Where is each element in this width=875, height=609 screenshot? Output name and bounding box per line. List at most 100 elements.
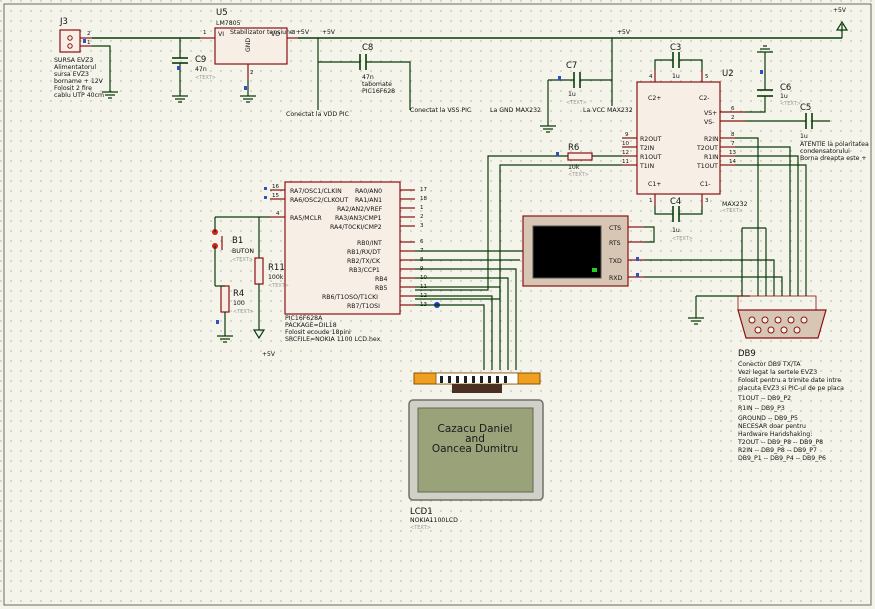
capacitor-c6[interactable]: C6 1u <TEXT> — [745, 45, 801, 113]
u2-pin10: 10 — [622, 141, 629, 147]
pic-ra5: RA5/MCLR — [290, 215, 322, 222]
u5-ref: U5 — [216, 8, 228, 18]
regulator-u5[interactable]: U5 LM7805 VI VO Stabilizator tensiune +5… — [200, 8, 310, 103]
j3-pin2: 2 — [87, 31, 91, 37]
lcd-placeholder: <TEXT> — [410, 525, 431, 531]
lcd-nokia1100[interactable]: Cazacu Daniel and Oancea Dumitru LCD1 NO… — [408, 372, 544, 531]
r6-ref: R6 — [568, 143, 579, 153]
capacitor-c9[interactable]: C9 47n <TEXT> — [172, 38, 216, 103]
pic-pin1: 1 — [420, 205, 424, 211]
pic-pin2: 2 — [420, 214, 424, 220]
r11-supply: +5V — [262, 351, 276, 358]
pic-pin3: 3 — [420, 223, 424, 229]
sheet-border — [3, 3, 872, 606]
u2-t1out: T1OUT — [696, 163, 718, 170]
c6-ref: C6 — [780, 83, 791, 93]
db9-note-1: Vezi legat la sertele EVZ3 — [738, 369, 817, 376]
c8-value: 47n — [362, 74, 374, 81]
r11-body — [254, 257, 264, 285]
pic-body — [284, 181, 401, 315]
u2-pin7: 7 — [731, 141, 735, 147]
wire-t1in — [415, 164, 622, 300]
j3-note-5: cablu UTP 40cm — [54, 92, 104, 99]
pic-note2: SRCFILE=NOKIA 1100 LCD.hex — [285, 336, 381, 343]
u2-c1plus: C1+ — [648, 181, 661, 188]
c5-value: 1u — [800, 133, 808, 140]
connector-j3[interactable]: J3 2 1 SURSA EVZ3 Alimentatorul sursa EV… — [54, 17, 118, 99]
ic-u2-max232[interactable]: U2 C2+ R2OUT T2IN R1OUT T1IN C1+ C2- VS+… — [622, 69, 748, 214]
db9-note-5: R1IN -- DB9_P3 — [738, 405, 785, 412]
terminal-txd: TXD — [608, 258, 622, 265]
capacitor-c4[interactable]: C4 1u <TEXT> — [654, 197, 703, 242]
u5-pin2: 2 — [250, 70, 254, 76]
db9-shell — [737, 309, 827, 339]
c5-ref: C5 — [800, 103, 811, 113]
c7-value: 1u — [568, 91, 576, 98]
u2-vsplus: VS+ — [704, 110, 717, 117]
u2-placeholder: <TEXT> — [722, 208, 743, 214]
pic-rb3: RB3/CCP1 — [349, 267, 380, 274]
pic-ra7: RA7/OSC1/CLKIN — [290, 188, 342, 195]
c9-ref: C9 — [195, 55, 206, 65]
db9-notes: Conector DB9 TX/TA Vezi legat la sertele… — [737, 361, 844, 462]
capacitor-c7[interactable]: C7 1u <TEXT> La GND MAX232 La VCC MAX232 — [490, 38, 633, 133]
resistor-r4[interactable]: R4 100 <TEXT> — [215, 285, 254, 343]
j3-note-1: Alimentatorul — [54, 64, 96, 71]
db9-note-9: T2OUT -- DB9_P8 -- DB9_P8 — [737, 439, 823, 446]
connector-db9[interactable]: DB9 — [737, 295, 827, 359]
button-b1[interactable]: B1 BUTON <TEXT> — [212, 216, 270, 286]
b1-value: BUTON — [232, 248, 254, 255]
u2-pin5: 5 — [705, 74, 709, 80]
c4-ref: C4 — [670, 197, 681, 207]
power-rail: +5V +5V +5V — [92, 7, 849, 39]
r11-ref: R11 — [268, 263, 285, 273]
pic-pin18: 18 — [420, 196, 427, 202]
lcd-line3: Oancea Dumitru — [432, 443, 518, 455]
capacitor-c3[interactable]: C3 1u — [654, 43, 703, 80]
j3-pin1: 1 — [87, 40, 91, 46]
c9-value: 47n — [195, 66, 207, 73]
db9-note-0: Conector DB9 TX/TA — [738, 361, 801, 368]
pic-rb7: RB7/T1OSI — [347, 303, 380, 310]
c5-note-2: Borna dreapta este + — [800, 155, 867, 162]
net-vdd-pic: Conectat la VDD PIC — [286, 111, 349, 118]
pic-rb6: RB6/T1OSO/T1CKI — [322, 294, 378, 301]
pic-ra2: RA2/AN2/VREF — [337, 206, 383, 213]
pic-ra3: RA3/AN3/CMP1 — [335, 215, 382, 222]
r4-ref: R4 — [233, 289, 244, 299]
c5-note-0: ATENTIE la polaritatea — [800, 141, 869, 148]
u2-r1out: R1OUT — [640, 154, 662, 161]
db9-note-4: T1OUT -- DB9_P2 — [737, 395, 791, 402]
c8-note2: PIC16F628 — [362, 88, 395, 95]
c7-ref: C7 — [566, 61, 577, 71]
db9-note-7: NECESAR doar pentru — [738, 423, 806, 430]
u2-vsminus: VS- — [704, 119, 714, 126]
j3-note-2: sursa EVZ3 — [54, 71, 89, 78]
u2-t2out: T2OUT — [696, 145, 718, 152]
decoupling-c8[interactable]: C8 47n tabomate PIC16F628 Conectat la VD… — [286, 38, 471, 118]
u2-c2plus: C2+ — [648, 95, 661, 102]
db9-note-10: R2IN -- DB9_P8 -- DB9_P7 — [738, 447, 817, 454]
u2-pin6: 6 — [731, 106, 735, 112]
resistor-r6[interactable]: R6 10k <TEXT> — [415, 143, 622, 291]
j3-note-4: Folosit 2 fire — [54, 85, 92, 92]
r6-placeholder: <TEXT> — [568, 172, 589, 178]
u5-pin3: 3 — [292, 30, 296, 36]
resistor-r11[interactable]: +5V R11 100k <TEXT> — [252, 217, 289, 358]
u5-vo: VO — [271, 31, 280, 38]
pic-package: PACKAGE=DIL18 — [285, 322, 337, 329]
capacitor-c5[interactable]: C5 1u ATENTIE la polaritatea condensator… — [745, 103, 869, 162]
r4-body — [220, 285, 230, 313]
virtual-terminal[interactable]: CTS RTS TXD RXD — [522, 215, 783, 296]
u2-pin9: 9 — [625, 132, 629, 138]
lcd-screen — [417, 407, 534, 493]
u2-pin1: 1 — [649, 198, 653, 204]
u2-r2in: R2IN — [704, 136, 719, 143]
u5-pin1: 1 — [203, 30, 207, 36]
pic-ra6: RA6/OSC2/CLKOUT — [290, 197, 348, 204]
pic-right-pins — [400, 189, 415, 306]
ic-pic16f628a[interactable]: RA7/OSC1/CLKIN RA6/OSC2/CLKOUT RA5/MCLR … — [264, 181, 440, 343]
u2-pin4: 4 — [649, 74, 653, 80]
c8-note1: tabomate — [362, 81, 392, 88]
pic-pin17: 17 — [420, 187, 427, 193]
